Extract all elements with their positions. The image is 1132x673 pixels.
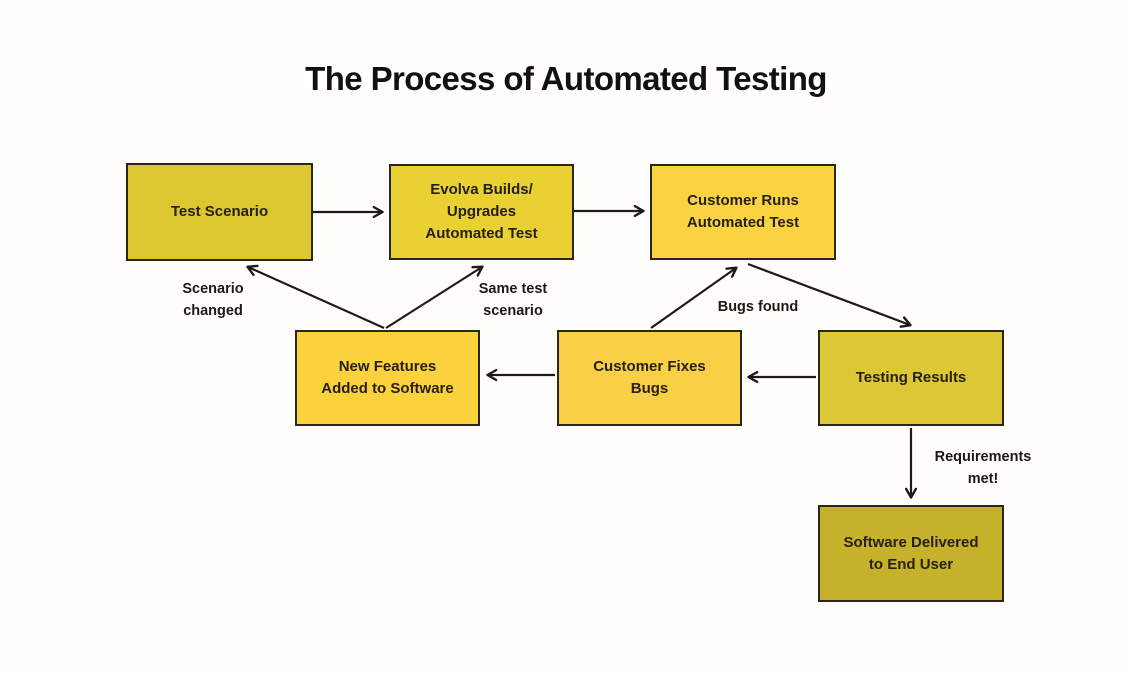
edge-label-same-test-scenario: Same test scenario xyxy=(478,281,548,319)
node-evolva-builds-upgrades-automated-test: Evolva Builds/ Upgrades Automated Test xyxy=(389,164,574,260)
node-software-delivered-to-end-user: Software Delivered to End User xyxy=(818,505,1004,602)
page-title: The Process of Automated Testing xyxy=(305,60,827,97)
node-customer-runs-automated-test: Customer Runs Automated Test xyxy=(650,164,836,260)
node-label: Customer Fixes Bugs xyxy=(593,358,706,397)
edge-customer-fixes-to-customer-runs xyxy=(650,266,738,329)
node-label: Software Delivered to End User xyxy=(843,533,979,573)
node-label: Evolva Builds/ Upgrades Automated Test xyxy=(425,181,538,242)
node-label: Customer Runs Automated Test xyxy=(686,192,800,231)
node-label: Testing Results xyxy=(855,369,967,387)
edge-customer-runs-to-testing-results xyxy=(747,262,912,328)
node-label: New Features Added to Software xyxy=(321,358,454,397)
edge-new-features-to-test-scenario xyxy=(246,264,385,330)
node-customer-fixes-bugs: Customer Fixes Bugs xyxy=(557,330,742,426)
edge-label-requirements-met: Requirements met! xyxy=(934,449,1032,487)
node-new-features-added-to-software: New Features Added to Software xyxy=(295,330,480,426)
edge-new-features-to-evolva xyxy=(385,265,484,329)
node-testing-results: Testing Results xyxy=(818,330,1004,426)
edge-label-bugs-found: Bugs found xyxy=(717,299,799,315)
node-label: Test Scenario xyxy=(170,203,269,221)
edge-label-scenario-changed: Scenario changed xyxy=(182,281,244,319)
node-test-scenario: Test Scenario xyxy=(126,163,313,261)
